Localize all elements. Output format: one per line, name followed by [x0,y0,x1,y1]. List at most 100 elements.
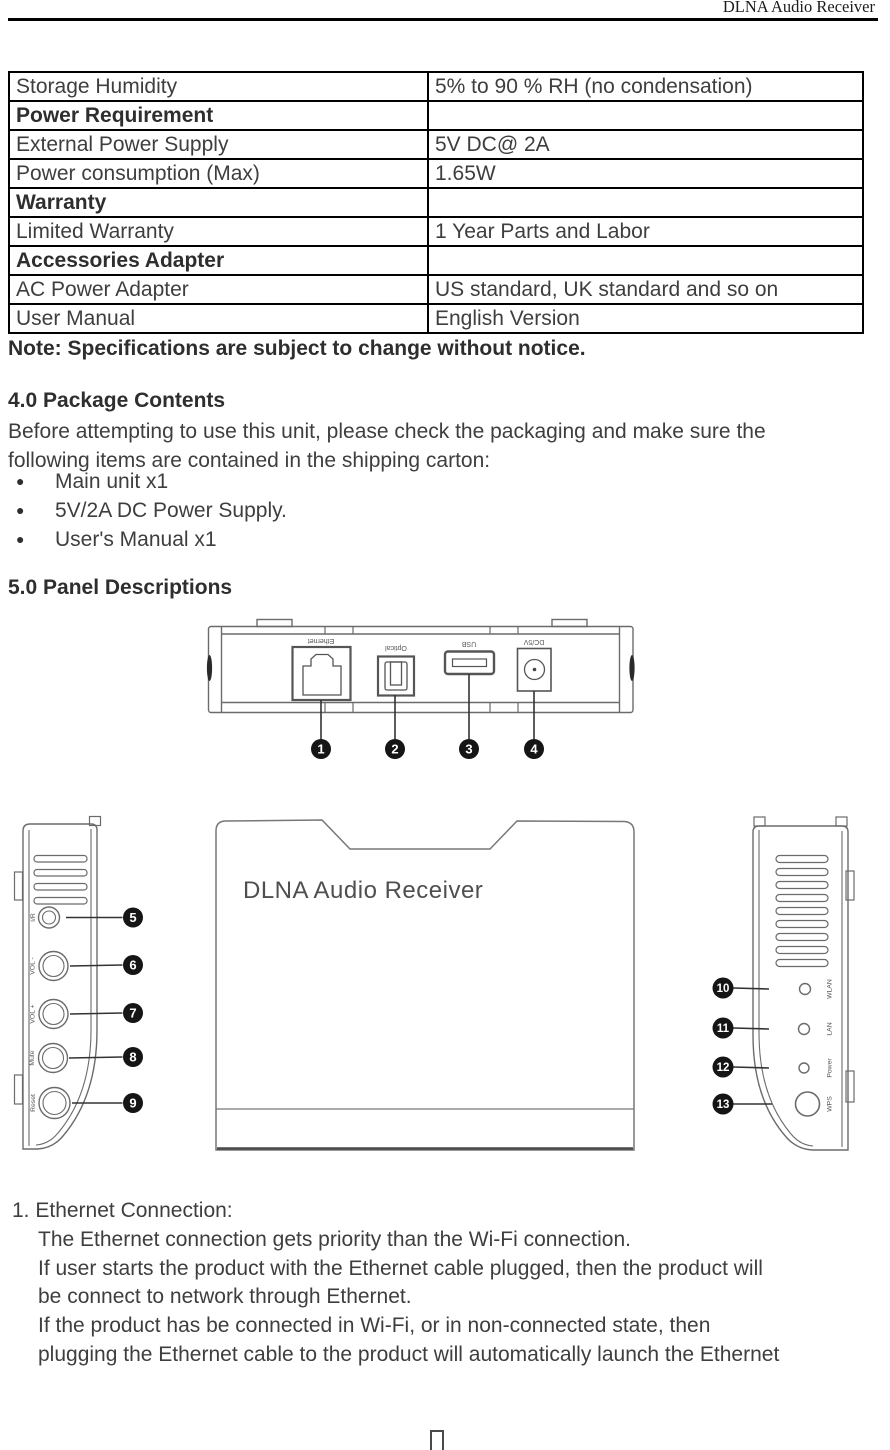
header-rule [8,18,878,21]
spec-value [427,187,864,218]
rear-callouts: 1 2 3 4 [311,739,544,759]
callout-stems [66,916,123,1104]
panel-tab [845,1070,855,1103]
table-section-row: Warranty [8,187,864,218]
bullet-icon: ● [16,502,25,518]
mute-label: Mute [29,1050,36,1065]
panel-diagram: Ethernet Optical USB DC/5V [13,618,855,1151]
front-panel-outline [215,819,635,1151]
spec-label: Accessories Adapter [8,245,429,276]
bullet-icon: ● [16,531,25,547]
vent-slots-left [33,854,88,905]
side-clip [206,655,213,681]
ethernet-port-label: Ethernet [308,637,335,644]
ethernet-text-line: be connect to network through Ethernet. [38,1285,412,1309]
ethernet-text-line: plugging the Ethernet cable to the produ… [38,1342,780,1366]
callout-1 [311,739,331,759]
section-heading-panel-descriptions: 5.0 Panel Descriptions [8,576,233,599]
right-panel-outline [752,825,849,1151]
panel-tab [835,816,848,827]
table-section-row: Accessories Adapter [8,245,864,276]
spec-value [427,100,864,131]
spec-label: Power Requirement [8,100,429,131]
wlan-label: WLAN [827,979,834,999]
wps-button [794,1091,821,1117]
rear-chassis-tab [551,618,588,628]
spec-value: 5% to 90 % RH (no condensation) [427,71,864,102]
intro-line-2: following items are contained in the shi… [8,449,491,472]
callout-5 [123,907,143,928]
vent-slots-right [775,854,829,968]
spec-label: Warranty [8,187,429,218]
ethernet-text-line: The Ethernet connection gets priority th… [38,1227,631,1251]
callout-stems [732,987,772,1105]
panel-tab [753,816,766,827]
list-item: ●User's Manual x1 [0,525,880,554]
spec-value [427,245,864,276]
mute-button [37,1042,69,1074]
spec-label: Limited Warranty [8,216,429,247]
panel-tab [13,871,24,901]
usb-port [443,650,496,676]
callout-4-number: 4 [530,742,538,757]
page-number-missing-glyph [430,1430,444,1450]
callout-13 [712,1093,734,1115]
vol-plus-button [38,998,69,1030]
spec-label: Power consumption (Max) [8,158,429,189]
ethernet-heading-line: 1. Ethernet Connection: [12,1199,233,1222]
callout-11 [712,1017,734,1039]
callout-3-number: 3 [465,742,472,757]
callout-8-number: 8 [129,1050,136,1065]
power-label: Power [827,1058,834,1078]
package-item-list: ●Main unit x1 ●5V/2A DC Power Supply. ●U… [0,467,880,554]
side-clip [629,655,635,681]
ir-label: I/R [30,913,37,922]
spec-label: External Power Supply [8,129,429,160]
reset-label: Reset [30,1094,37,1112]
callout-10 [712,977,734,999]
callout-5-number: 5 [129,910,136,925]
wps-label: WPS [827,1096,834,1112]
callout-7-number: 7 [129,1006,136,1021]
optical-port-label: Optical [385,644,407,651]
front-panel-label: DLNA Audio Receiver [243,877,483,904]
list-item: ●5V/2A DC Power Supply. [0,496,880,525]
spec-value: 1.65W [427,158,864,189]
callout-6 [123,955,143,975]
ethernet-port [291,645,352,702]
left-side-panel-view: I/R VOL - VOL + Mute Reset 5 6 [13,815,143,1150]
page-header-title: DLNA Audio Receiver [722,0,875,16]
panel-tab [13,1074,24,1105]
optical-port [376,655,416,697]
callout-1-number: 1 [317,742,324,757]
vol-minus-label: VOL - [30,957,37,975]
ethernet-text-line: If user starts the product with the Ethe… [38,1256,763,1280]
front-panel-view: DLNA Audio Receiver [215,819,635,1151]
dc-power-jack [516,647,552,692]
lan-led [797,1022,811,1036]
spec-note: Note: Specifications are subject to chan… [8,337,586,360]
intro-line-1: Before attempting to use this unit, plea… [8,420,766,443]
dc-power-label: DC/5V [523,638,544,645]
callout-2 [385,739,405,759]
callout-4 [524,739,544,759]
ir-sensor [37,906,61,929]
vol-plus-label: VOL + [30,1004,37,1023]
section-heading-package-contents: 4.0 Package Contents [8,389,226,412]
spec-value: 5V DC@ 2A [427,129,864,160]
package-intro: Before attempting to use this unit, plea… [8,417,882,475]
rear-chassis-tab [256,618,293,628]
callout-8 [123,1047,143,1067]
spec-label: User Manual [8,303,429,334]
rear-chassis [207,625,634,714]
callout-7 [123,1003,143,1023]
lan-label: LAN [827,1022,834,1035]
rear-panel-view: Ethernet Optical USB DC/5V [206,618,635,759]
callout-3 [459,739,479,759]
callout-9-number: 9 [129,1096,136,1111]
